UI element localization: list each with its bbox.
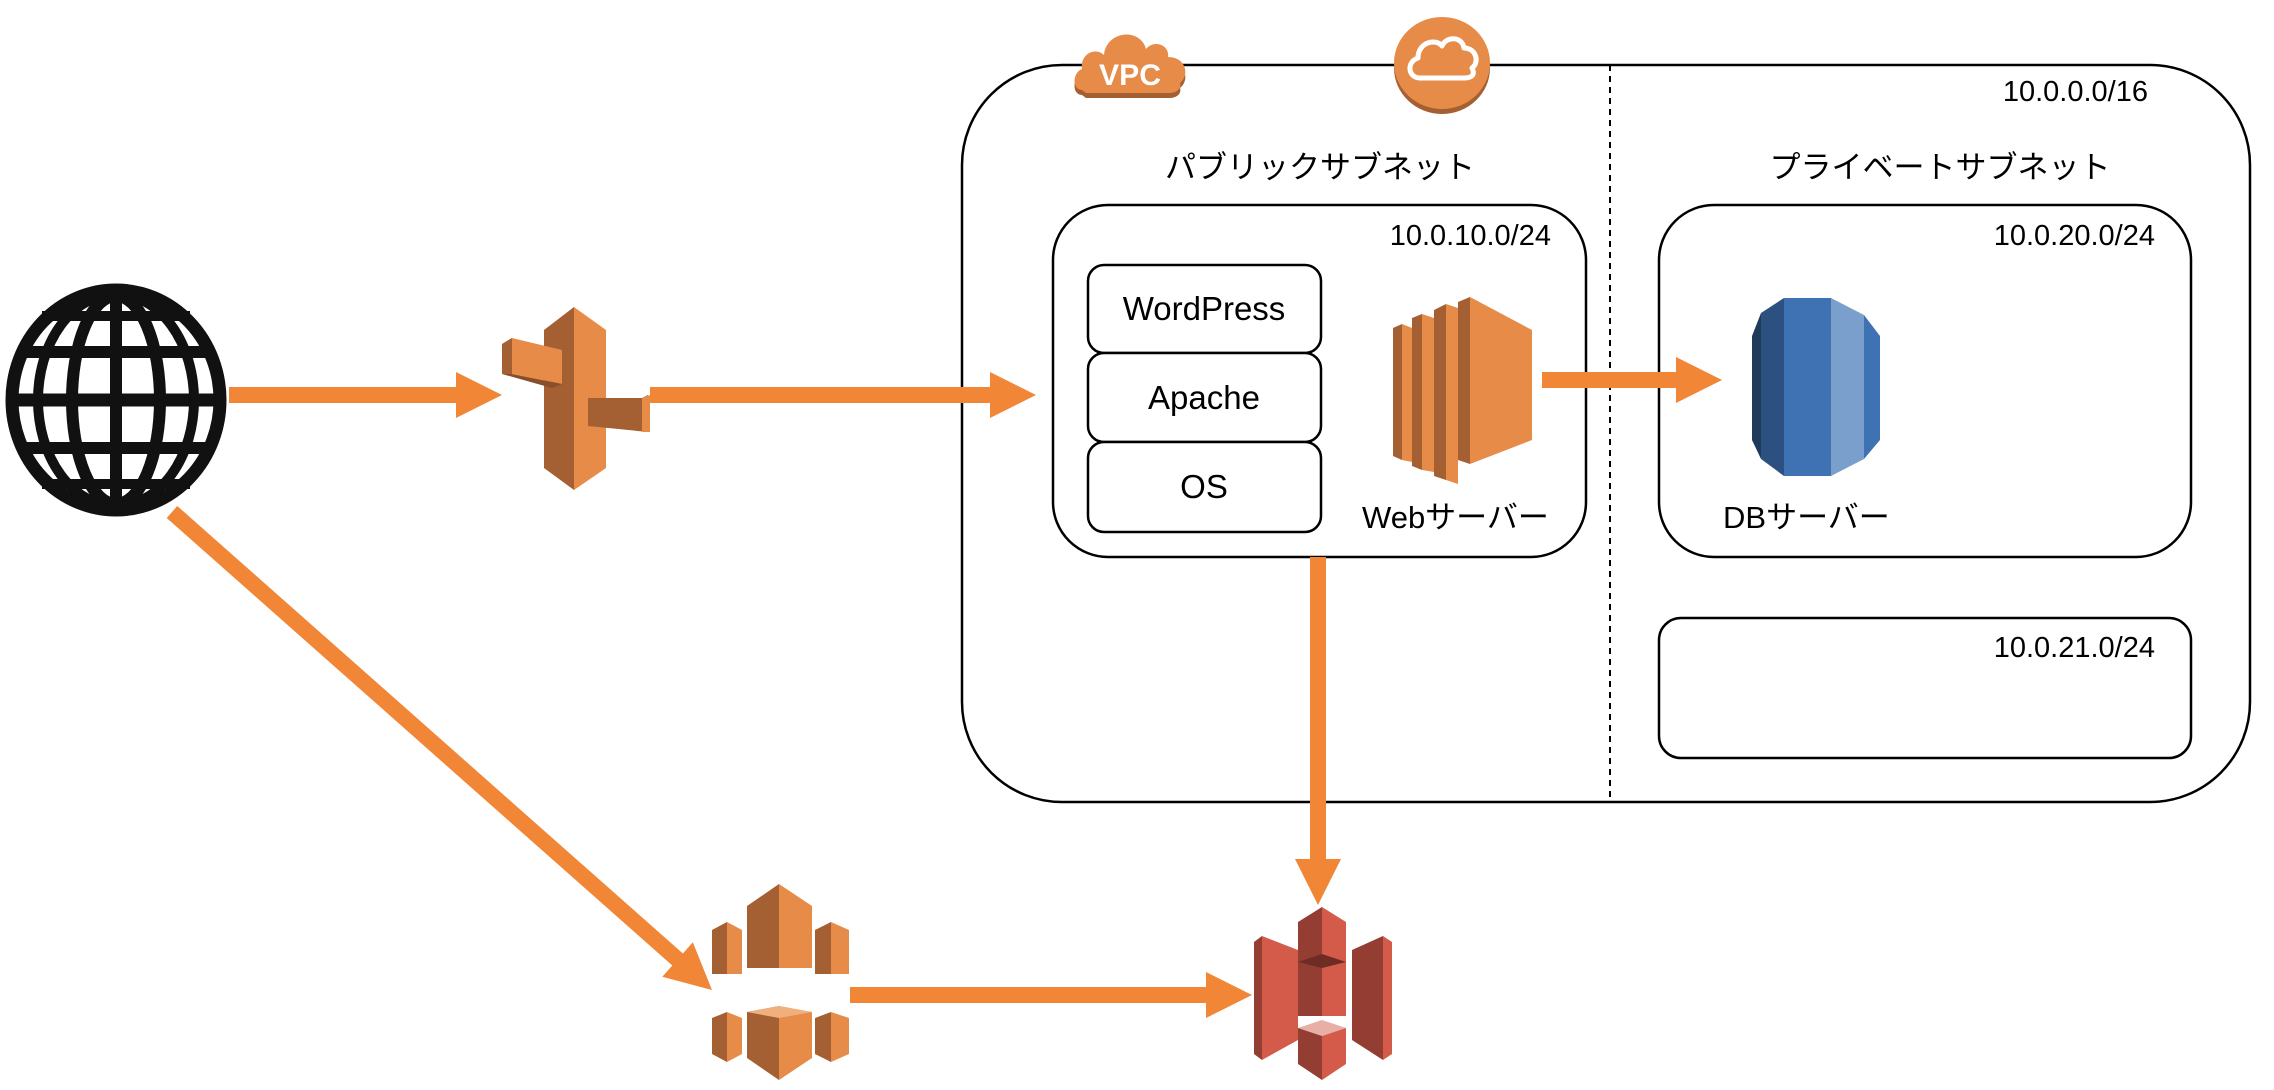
db-server-label: DBサーバー: [1723, 500, 1890, 535]
public-subnet-title: パブリックサブネット: [1165, 150, 1475, 185]
arrows: [166, 357, 1722, 1018]
arrow-web-to-s3[interactable]: [1295, 557, 1341, 905]
ec2-instance-icon[interactable]: [1393, 297, 1532, 484]
public-subnet-cidr-label: 10.0.10.0/24: [1389, 220, 1551, 252]
stack-label-wordpress: WordPress: [1122, 290, 1286, 327]
arrow-cloudfront-to-s3[interactable]: [850, 972, 1252, 1018]
vpc-cloud-icon: VPC: [1074, 34, 1186, 98]
web-server-label: Webサーバー: [1362, 500, 1549, 535]
cloudfront-icon[interactable]: [712, 884, 849, 1080]
globe-icon[interactable]: [5, 283, 227, 517]
arrow-web-to-db[interactable]: [1542, 357, 1722, 403]
rds-icon[interactable]: [1752, 298, 1880, 476]
vpc-cidr-label: 10.0.0.0/16: [2002, 76, 2148, 108]
stack-box-os[interactable]: [1086, 440, 1323, 534]
vpc-badge-label: VPC: [1099, 59, 1161, 92]
db-subnet-cidr-label: 10.0.20.0/24: [1993, 220, 2155, 252]
spare-subnet-box[interactable]: [1657, 616, 2193, 760]
arrow-internet-to-cloudfront[interactable]: [166, 506, 712, 990]
aws-cloud-icon: [1394, 17, 1490, 114]
stack-label-os: OS: [1180, 468, 1228, 505]
stack-label-apache: Apache: [1148, 379, 1260, 416]
arrow-gateway-to-web-subnet[interactable]: [650, 372, 1036, 418]
private-subnet-title: プライベートサブネット: [1769, 150, 2111, 185]
arrow-internet-to-gateway[interactable]: [229, 372, 502, 418]
s3-bucket-icon[interactable]: [1254, 907, 1392, 1080]
spare-subnet-cidr-label: 10.0.21.0/24: [1993, 632, 2155, 664]
internet-gateway-icon[interactable]: [502, 307, 650, 490]
